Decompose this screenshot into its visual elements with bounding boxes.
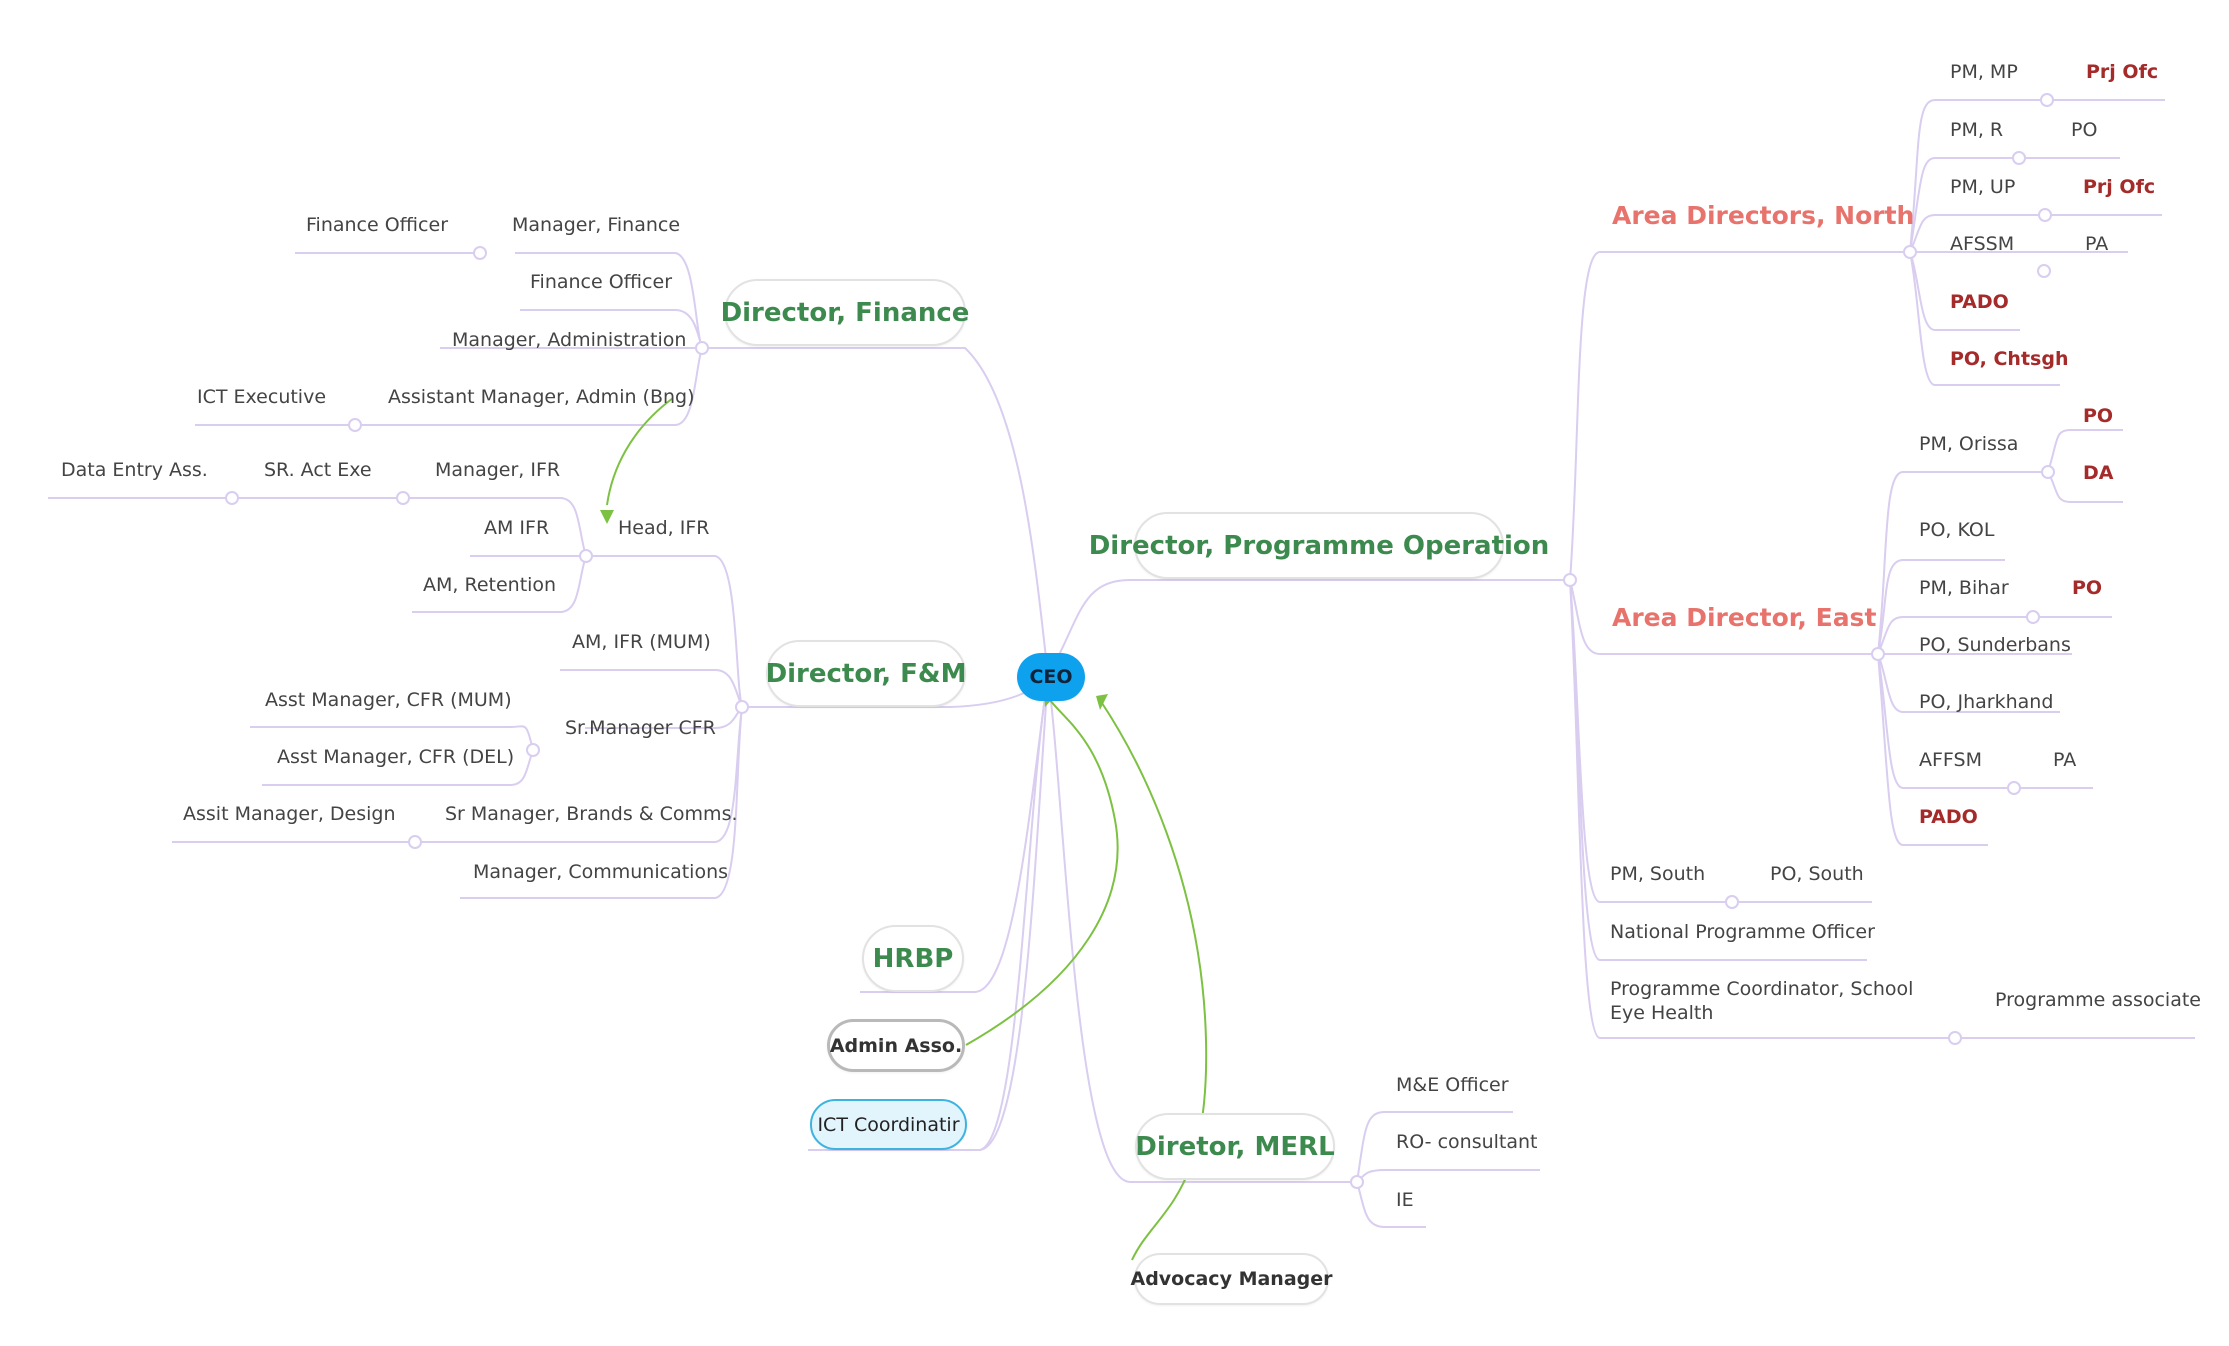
finance-officer-node[interactable]: Finance Officer [530,271,672,293]
ie-node[interactable]: IE [1396,1189,1414,1211]
director-finance-label: Director, Finance [720,297,970,328]
da-node[interactable]: DA [2083,462,2114,484]
pm-r-node[interactable]: PM, R [1950,119,2004,141]
ceo-label: CEO [1029,666,1073,688]
prj-ofc-node[interactable]: Prj Ofc [2086,61,2159,83]
director-fm-label: Director, F&M [765,658,967,689]
ro-consultant-node[interactable]: RO- consultant [1396,1131,1538,1153]
manager-comms-node[interactable]: Manager, Communications [473,861,729,883]
advocacy-manager-label: Advocacy Manager [1130,1268,1333,1290]
ict-coordinator-node[interactable]: ICT Coordinatir [810,1099,967,1150]
asst-cfr-mum-node[interactable]: Asst Manager, CFR (MUM) [265,689,512,711]
pado-node[interactable]: PADO [1950,291,2009,313]
po-sunderbans-node[interactable]: PO, Sunderbans [1919,634,2071,656]
pa-node[interactable]: PA [2053,749,2077,771]
director-merl-label: Diretor, MERL [1135,1131,1335,1162]
po-chtsgh-node[interactable]: PO, Chtsgh [1950,348,2069,370]
national-po-node[interactable]: National Programme Officer [1610,921,1875,943]
director-merl-node[interactable]: Diretor, MERL [1135,1113,1335,1180]
pm-orissa-node[interactable]: PM, Orissa [1919,433,2019,455]
affsm-node[interactable]: AFFSM [1919,749,1982,771]
finance-officer-node[interactable]: Finance Officer [306,214,448,236]
director-finance-node[interactable]: Director, Finance [721,279,969,346]
manager-administration-node[interactable]: Manager, Administration [452,329,687,351]
po-node[interactable]: PO [2072,577,2103,599]
pa-node[interactable]: PA [2085,233,2109,255]
head-ifr-node[interactable]: Head, IFR [618,517,710,539]
afssm-node[interactable]: AFSSM [1950,233,2015,255]
pado-node[interactable]: PADO [1919,806,1978,828]
prj-ofc-node[interactable]: Prj Ofc [2083,176,2156,198]
area-north-node[interactable]: Area Directors, North [1612,201,1915,230]
po-jharkhand-node[interactable]: PO, Jharkhand [1919,691,2054,713]
am-ifr-mum-node[interactable]: AM, IFR (MUM) [572,631,711,653]
area-east-node[interactable]: Area Director, East [1612,603,1877,632]
pm-mp-node[interactable]: PM, MP [1950,61,2018,83]
po-south-node[interactable]: PO, South [1770,863,1864,885]
director-programme-operation-label: Director, Programme Operation [1088,530,1550,561]
me-officer-node[interactable]: M&E Officer [1396,1074,1509,1096]
asst-cfr-del-node[interactable]: Asst Manager, CFR (DEL) [277,746,515,768]
advocacy-manager-node[interactable]: Advocacy Manager [1130,1253,1333,1305]
sr-manager-brands-node[interactable]: Sr Manager, Brands & Comms. [445,803,738,825]
director-programme-operation-node[interactable]: Director, Programme Operation [1089,512,1549,579]
hrbp-node[interactable]: HRBP [862,925,964,992]
asst-manager-admin-node[interactable]: Assistant Manager, Admin (Bng) [388,386,695,408]
po-kol-node[interactable]: PO, KOL [1919,519,1995,541]
programme-associate-node[interactable]: Programme associate [1995,989,2201,1011]
admin-asso-node[interactable]: Admin Asso. [827,1019,965,1072]
am-retention-node[interactable]: AM, Retention [423,574,557,596]
pm-south-node[interactable]: PM, South [1610,863,1706,885]
manager-ifr-node[interactable]: Manager, IFR [435,459,561,481]
am-ifr-node[interactable]: AM IFR [484,517,550,539]
admin-asso-label: Admin Asso. [829,1034,963,1057]
po-node[interactable]: PO [2071,119,2098,141]
director-fm-node[interactable]: Director, F&M [766,640,966,707]
pm-bihar-node[interactable]: PM, Bihar [1919,577,2009,599]
po-node[interactable]: PO [2083,405,2114,427]
ceo-node[interactable]: CEO [1017,653,1085,701]
hrbp-label: HRBP [872,943,954,974]
assit-design-node[interactable]: Assit Manager, Design [183,803,396,825]
sr-manager-cfr-node[interactable]: Sr.Manager CFR [565,717,716,739]
data-entry-node[interactable]: Data Entry Ass. [61,459,208,481]
ict-executive-node[interactable]: ICT Executive [197,386,327,408]
coordinator-seh-node[interactable]: Programme Coordinator, School Eye Health [1610,978,1914,1024]
manager-finance-node[interactable]: Manager, Finance [512,214,681,236]
sr-act-exe-node[interactable]: SR. Act Exe [264,459,372,481]
pm-up-node[interactable]: PM, UP [1950,176,2016,198]
ict-coordinator-label: ICT Coordinatir [817,1113,960,1136]
